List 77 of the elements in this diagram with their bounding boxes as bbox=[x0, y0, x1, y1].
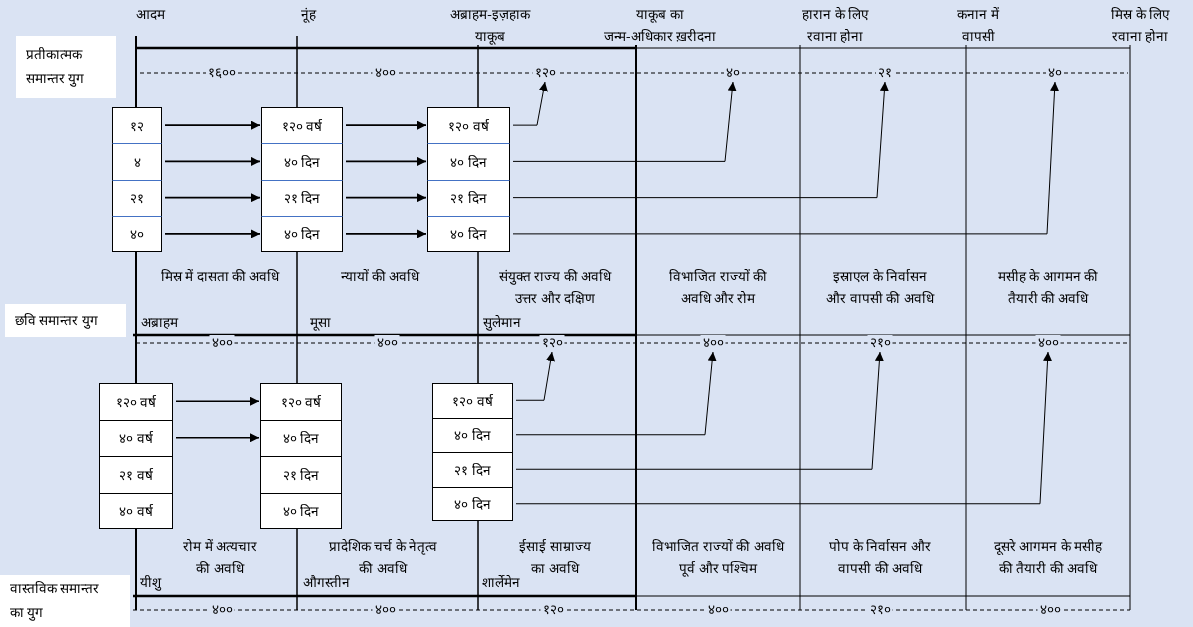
figure-name: सुलेमान bbox=[483, 314, 521, 333]
period-label: मिस्र में दासता की अवधि bbox=[159, 268, 281, 286]
figure-name: अब्राहम bbox=[141, 314, 178, 332]
period-cell: ४० दिन bbox=[432, 417, 513, 452]
event-label: कनान में वापसी bbox=[956, 6, 1000, 46]
period-cell: १२० वर्ष bbox=[99, 383, 173, 420]
arrow bbox=[345, 193, 427, 203]
period-label: विभाजित राज्यों की अवधि और रोम bbox=[668, 268, 768, 308]
figure-name: औगस्तीन bbox=[303, 574, 350, 592]
period-cell: १२ bbox=[112, 107, 162, 144]
period-cell: २१ दिन bbox=[261, 179, 343, 216]
period-number: १६०० bbox=[206, 65, 238, 81]
event-label: मिस्र के लिए रवाना होना bbox=[1110, 6, 1171, 46]
period-cell: १२० वर्ष bbox=[261, 107, 343, 144]
arrow bbox=[345, 120, 427, 130]
arrow bbox=[512, 81, 737, 162]
arrow bbox=[164, 156, 261, 166]
arrow bbox=[175, 433, 260, 443]
event-label: हारान के लिए रवाना होना bbox=[801, 6, 870, 46]
period-cell: २१ bbox=[112, 179, 162, 216]
arrow bbox=[515, 351, 884, 470]
event-label: आदम bbox=[134, 6, 166, 24]
period-cell: ४० वर्ष bbox=[99, 492, 173, 529]
period-number: २१ bbox=[876, 65, 894, 81]
period-cell: २१ दिन bbox=[432, 452, 513, 487]
period-cell: ४० दिन bbox=[432, 486, 513, 521]
event-label: नूंह bbox=[299, 6, 318, 25]
era-label-box: वास्तविक समान्तर का युग bbox=[0, 575, 130, 627]
period-cell: १२० वर्ष bbox=[427, 107, 510, 144]
figure-name: शार्लेमेन bbox=[482, 574, 520, 592]
event-label: अब्राहम-इज़हाक याकूब bbox=[449, 6, 532, 47]
period-cell: ४० दिन bbox=[261, 143, 343, 180]
era-label-box: प्रतीकात्मक समान्तर युग bbox=[16, 36, 116, 98]
period-cell: ४० वर्ष bbox=[99, 419, 173, 456]
period-cell: ४० bbox=[112, 215, 162, 252]
event-label: याकूब का जन्म-अधिकार ख़रीदना bbox=[603, 6, 717, 46]
arrow bbox=[515, 351, 555, 401]
period-label: संयुक्त राज्य की अवधि उत्तर और दक्षिण bbox=[497, 268, 613, 308]
period-number: १२० bbox=[539, 335, 565, 351]
arrow bbox=[175, 396, 260, 406]
arrow bbox=[345, 156, 427, 166]
period-cell: ४० दिन bbox=[427, 215, 510, 252]
period-label: दूसरे आगमन के मसीह की तैयारी की अवधि bbox=[993, 538, 1103, 578]
period-cell: ४ bbox=[112, 143, 162, 180]
period-cell: ४० दिन bbox=[427, 143, 510, 180]
figure-name: यीशु bbox=[140, 574, 161, 593]
arrow bbox=[164, 193, 261, 203]
arrow bbox=[164, 229, 261, 239]
figure-name: मूसा bbox=[310, 314, 331, 333]
period-cell: १२० वर्ष bbox=[260, 383, 342, 420]
period-label: विभाजित राज्यों की अवधि पूर्व और पश्चिम bbox=[651, 538, 786, 579]
period-label: रोम में अत्यचार की अवधि bbox=[182, 538, 258, 578]
period-number: २१० bbox=[867, 602, 893, 618]
period-label: इस्राएल के निर्वासन और वापसी की अवधि bbox=[825, 268, 935, 308]
era-label-box: छवि समान्तर युग bbox=[5, 304, 126, 337]
period-label: प्रादेशिक चर्च के नेतृत्व की अवधि bbox=[328, 538, 439, 576]
period-label: न्यायों की अवधि bbox=[339, 268, 421, 286]
period-cell: २१ दिन bbox=[427, 179, 510, 216]
period-cell: २१ दिन bbox=[260, 456, 342, 493]
period-label: पोप के निर्वासन और वापसी की अवधि bbox=[828, 538, 932, 578]
arrow bbox=[345, 229, 427, 239]
arrow bbox=[512, 81, 548, 126]
period-cell: ४० दिन bbox=[261, 215, 343, 252]
period-label: ईसाई साम्राज्य का अवधि bbox=[519, 538, 592, 576]
arrow bbox=[512, 81, 889, 199]
period-number: २१० bbox=[867, 335, 893, 351]
period-cell: १२० वर्ष bbox=[432, 383, 513, 418]
period-cell: २१ वर्ष bbox=[99, 456, 173, 493]
arrow bbox=[515, 351, 1052, 505]
arrow bbox=[164, 120, 261, 130]
period-number: १२० bbox=[532, 65, 558, 81]
period-cell: ४० दिन bbox=[260, 419, 342, 456]
period-label: मसीह के आगमन की तैयारी की अवधि bbox=[996, 268, 1100, 308]
arrow bbox=[512, 81, 1059, 235]
period-number: १२० bbox=[540, 602, 566, 618]
arrow bbox=[515, 351, 717, 436]
period-cell: ४० दिन bbox=[260, 492, 342, 529]
